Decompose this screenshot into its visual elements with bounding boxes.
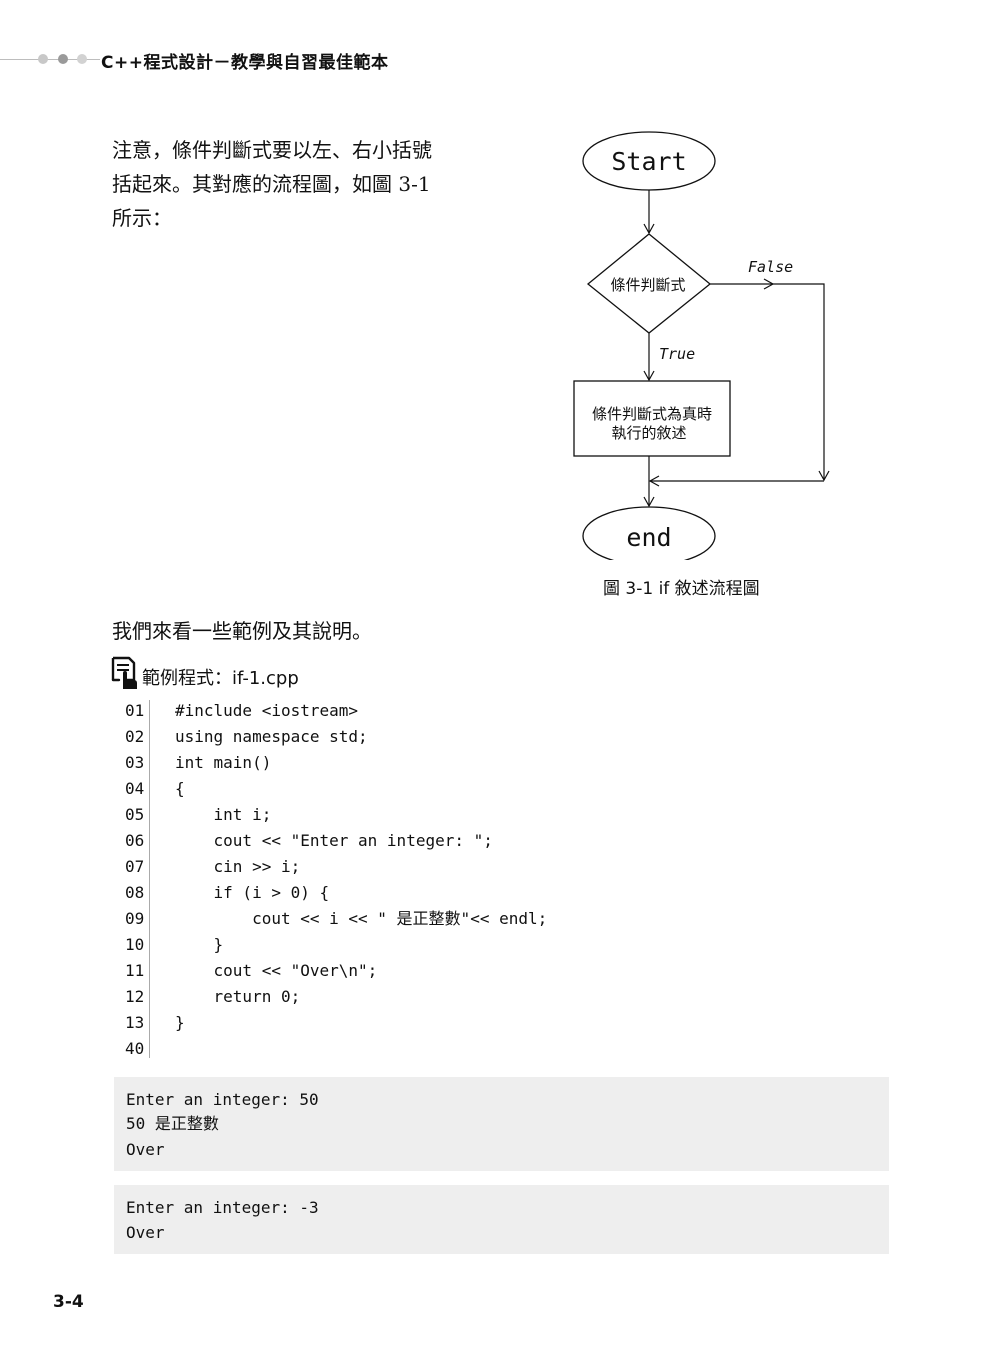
output-line: 50 是正整數 — [126, 1114, 219, 1133]
program-output-panel: Enter an integer: -3 Over — [114, 1185, 889, 1254]
true-label: True — [659, 345, 695, 363]
code-line: 12 return 0; — [120, 984, 820, 1010]
code-text: cout << "Over\n"; — [175, 961, 378, 980]
line-number: 05 — [125, 805, 145, 824]
code-line: 01 #include <iostream> — [120, 698, 820, 724]
line-number: 07 — [125, 857, 145, 876]
code-text: cin >> i; — [175, 857, 301, 876]
output-line: Enter an integer: 50 — [126, 1090, 319, 1109]
process-box — [573, 380, 731, 457]
line-number: 10 — [125, 935, 145, 954]
line-number: 13 — [125, 1013, 145, 1032]
example-label: 範例程式： — [142, 668, 232, 689]
process-label-line2: 執行的敘述 — [611, 424, 686, 442]
header-dot-icon — [38, 54, 48, 64]
code-line: 13} — [120, 1010, 820, 1036]
code-line: 09 cout << i << " 是正整數"<< endl; — [120, 906, 820, 932]
intro-line: 注意，條件判斷式要以左、右小括號 — [112, 138, 432, 162]
program-output-panel: Enter an integer: 50 50 是正整數 Over — [114, 1077, 889, 1171]
running-header-title: C++程式設計－教學與自習最佳範本 — [101, 53, 389, 73]
header-rule — [0, 59, 100, 60]
end-label: end — [626, 523, 671, 552]
code-text: } — [175, 935, 224, 954]
decision-label: 條件判斷式 — [610, 276, 685, 294]
line-number: 06 — [125, 831, 145, 850]
code-line: 08 if (i > 0) { — [120, 880, 820, 906]
line-number: 09 — [125, 909, 145, 928]
code-line: 10 } — [120, 932, 820, 958]
header-dot-icon — [77, 54, 87, 64]
output-line: Enter an integer: -3 — [126, 1198, 319, 1217]
line-number: 01 — [125, 701, 145, 720]
code-text: cout << "Enter an integer: "; — [175, 831, 493, 850]
if-flowchart: Start 條件判斷式 False True 條件判斷式為真時 執行的敘述 en… — [573, 131, 830, 560]
line-number: 11 — [125, 961, 145, 980]
false-path — [773, 283, 830, 482]
intro-line: 所示： — [112, 206, 172, 230]
line-number: 04 — [125, 779, 145, 798]
code-line: 02 using namespace std; — [120, 724, 820, 750]
code-text: cout << i << " 是正整數"<< endl; — [175, 909, 548, 928]
code-text: using namespace std; — [175, 727, 368, 746]
output-line: Over — [126, 1140, 165, 1159]
false-label: False — [748, 258, 793, 276]
start-label: Start — [611, 147, 686, 176]
code-line: 03 int main() — [120, 750, 820, 776]
intro-line: 括起來。其對應的流程圖，如圖 3-1 — [112, 172, 431, 196]
output-line: Over — [126, 1223, 165, 1242]
code-line: 11 cout << "Over\n"; — [120, 958, 820, 984]
header-dot-icon — [58, 54, 68, 64]
code-text: #include <iostream> — [175, 701, 359, 720]
example-filename: if-1.cpp — [232, 668, 299, 689]
line-number: 12 — [125, 987, 145, 1006]
code-line: 07 cin >> i; — [120, 854, 820, 880]
code-text: if (i > 0) { — [175, 883, 330, 902]
code-line: 04 { — [120, 776, 820, 802]
code-text: int main() — [175, 753, 272, 772]
code-text: return 0; — [175, 987, 301, 1006]
code-line: 06 cout << "Enter an integer: "; — [120, 828, 820, 854]
line-number-rule — [149, 700, 150, 1058]
page-number: 3-4 — [53, 1292, 84, 1312]
code-text: { — [175, 779, 185, 798]
line-number: 03 — [125, 753, 145, 772]
figure-caption: 圖 3-1 if 敘述流程圖 — [603, 579, 760, 599]
line-number: 40 — [125, 1039, 145, 1058]
process-label-line1: 條件判斷式為真時 — [592, 405, 712, 423]
intro-paragraph: 注意，條件判斷式要以左、右小括號 括起來。其對應的流程圖，如圖 3-1 所示： — [112, 133, 492, 235]
code-text: int i; — [175, 805, 272, 824]
line-number: 02 — [125, 727, 145, 746]
end-terminal — [582, 506, 716, 560]
code-listing: 01 #include <iostream> 02 using namespace … — [120, 698, 820, 1062]
line-number: 08 — [125, 883, 145, 902]
code-file-icon — [111, 656, 137, 689]
code-text: } — [175, 1013, 185, 1032]
code-line: 40 — [120, 1036, 820, 1062]
code-line: 05 int i; — [120, 802, 820, 828]
lead-sentence: 我們來看一些範例及其說明。 — [112, 619, 372, 643]
